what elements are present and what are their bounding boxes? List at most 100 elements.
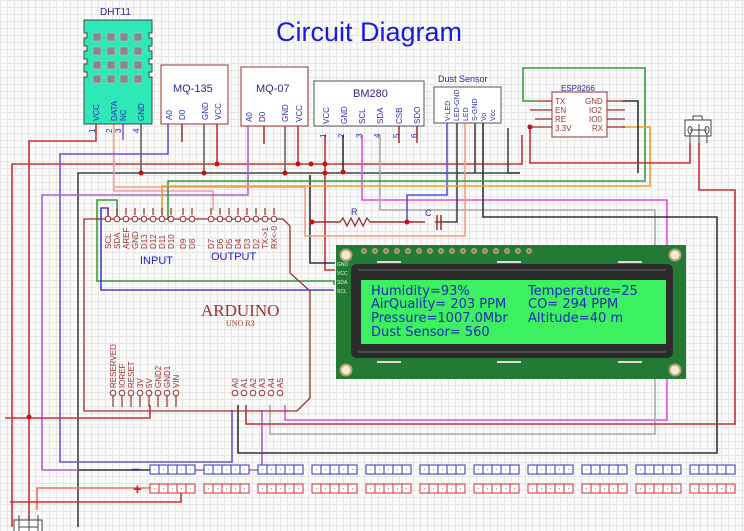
- arduino-pin-gnd1[interactable]: [163, 389, 171, 397]
- breadboard-hole[interactable]: [712, 488, 713, 489]
- bm280-sensor[interactable]: BM280 VCC GND SCL SDA CSB SDO 1 2 3 4 5 …: [313, 80, 425, 143]
- breadboard-hole[interactable]: [262, 469, 263, 470]
- breadboard-hole[interactable]: [397, 488, 398, 489]
- breadboard-hole[interactable]: [595, 488, 596, 489]
- breadboard-hole[interactable]: [298, 488, 299, 489]
- arduino-pin-d11[interactable]: [158, 215, 166, 223]
- breadboard-hole[interactable]: [622, 469, 623, 470]
- mq135-sensor[interactable]: MQ-135 A0 D0 GND VCC: [160, 64, 229, 142]
- arduino-pin-d5[interactable]: [225, 215, 233, 223]
- breadboard-hole[interactable]: [496, 488, 497, 489]
- breadboard-hole[interactable]: [262, 488, 263, 489]
- breadboard-hole[interactable]: [163, 488, 164, 489]
- breadboard-hole[interactable]: [181, 488, 182, 489]
- breadboard-hole[interactable]: [658, 488, 659, 489]
- breadboard-hole[interactable]: [433, 469, 434, 470]
- breadboard-hole[interactable]: [478, 469, 479, 470]
- breadboard-hole[interactable]: [442, 488, 443, 489]
- breadboard-hole[interactable]: [442, 469, 443, 470]
- breadboard-hole[interactable]: [613, 469, 614, 470]
- arduino-pin-a1[interactable]: [240, 389, 248, 397]
- arduino-pin-d9[interactable]: [179, 215, 187, 223]
- breadboard-hole[interactable]: [694, 469, 695, 470]
- arduino-pin-ioref[interactable]: [118, 389, 126, 397]
- breadboard-hole[interactable]: [703, 469, 704, 470]
- arduino-pin-a0[interactable]: [231, 389, 239, 397]
- breadboard-hole[interactable]: [730, 469, 731, 470]
- breadboard-hole[interactable]: [568, 469, 569, 470]
- breadboard-hole[interactable]: [226, 488, 227, 489]
- breadboard-hole[interactable]: [370, 469, 371, 470]
- breadboard-hole[interactable]: [712, 469, 713, 470]
- breadboard-hole[interactable]: [514, 488, 515, 489]
- arduino-pin-a5[interactable]: [276, 389, 284, 397]
- breadboard-hole[interactable]: [595, 469, 596, 470]
- arduino-pin-a3[interactable]: [258, 389, 266, 397]
- arduino-pin-3v[interactable]: [136, 389, 144, 397]
- breadboard-hole[interactable]: [388, 488, 389, 489]
- arduino-pin-d6[interactable]: [216, 215, 224, 223]
- breadboard-hole[interactable]: [388, 469, 389, 470]
- breadboard-hole[interactable]: [289, 469, 290, 470]
- breadboard-hole[interactable]: [622, 488, 623, 489]
- power-connector-right[interactable]: [684, 115, 712, 145]
- breadboard-hole[interactable]: [334, 488, 335, 489]
- breadboard-hole[interactable]: [541, 469, 542, 470]
- breadboard-hole[interactable]: [172, 488, 173, 489]
- breadboard-hole[interactable]: [604, 488, 605, 489]
- breadboard-hole[interactable]: [343, 469, 344, 470]
- breadboard-hole[interactable]: [640, 488, 641, 489]
- breadboard-hole[interactable]: [190, 488, 191, 489]
- breadboard-hole[interactable]: [550, 488, 551, 489]
- breadboard-hole[interactable]: [325, 488, 326, 489]
- breadboard-hole[interactable]: [676, 488, 677, 489]
- breadboard-hole[interactable]: [640, 469, 641, 470]
- arduino-pin-d7[interactable]: [207, 215, 215, 223]
- breadboard-hole[interactable]: [397, 469, 398, 470]
- breadboard-hole[interactable]: [451, 488, 452, 489]
- breadboard-hole[interactable]: [181, 469, 182, 470]
- arduino-pin-reserved[interactable]: [109, 389, 117, 397]
- mq07-sensor[interactable]: MQ-07 A0 D0 GND VCC: [240, 66, 309, 144]
- breadboard-hole[interactable]: [478, 488, 479, 489]
- breadboard-hole[interactable]: [487, 469, 488, 470]
- breadboard-hole[interactable]: [721, 488, 722, 489]
- breadboard-hole[interactable]: [280, 488, 281, 489]
- arduino-pin-d2[interactable]: [252, 215, 260, 223]
- capacitor[interactable]: C: [425, 208, 442, 230]
- breadboard-hole[interactable]: [694, 488, 695, 489]
- breadboard-hole[interactable]: [208, 488, 209, 489]
- breadboard-hole[interactable]: [532, 488, 533, 489]
- breadboard-hole[interactable]: [532, 469, 533, 470]
- breadboard-hole[interactable]: [271, 488, 272, 489]
- lcd-display[interactable]: Humidity=93% Temperature=25 AirQuality= …: [336, 245, 686, 379]
- breadboard-hole[interactable]: [649, 488, 650, 489]
- breadboard-hole[interactable]: [379, 469, 380, 470]
- esp8266-module[interactable]: ESP8266 TX EN RE 3.3V GND IO2 IO0 RX: [530, 84, 625, 138]
- breadboard-hole[interactable]: [316, 488, 317, 489]
- breadboard-hole[interactable]: [505, 469, 506, 470]
- dht11-sensor[interactable]: DHT11 VCC DATA NC GND 1 2 3 4: [83, 7, 153, 133]
- breadboard-hole[interactable]: [703, 488, 704, 489]
- breadboard-hole[interactable]: [235, 488, 236, 489]
- breadboard-hole[interactable]: [154, 488, 155, 489]
- breadboard-hole[interactable]: [172, 469, 173, 470]
- breadboard-hole[interactable]: [352, 469, 353, 470]
- breadboard-hole[interactable]: [217, 469, 218, 470]
- breadboard-hole[interactable]: [559, 469, 560, 470]
- breadboard-hole[interactable]: [406, 469, 407, 470]
- breadboard-hole[interactable]: [658, 469, 659, 470]
- arduino-pin-scl[interactable]: [104, 215, 112, 223]
- arduino-pin-rx0[interactable]: [270, 215, 278, 223]
- arduino-pin-sda[interactable]: [113, 215, 121, 223]
- breadboard-hole[interactable]: [208, 469, 209, 470]
- arduino-pin-tx1[interactable]: [261, 215, 269, 223]
- breadboard-hole[interactable]: [154, 469, 155, 470]
- arduino-pin-gnd2[interactable]: [154, 389, 162, 397]
- breadboard-hole[interactable]: [496, 469, 497, 470]
- arduino-pin-5v[interactable]: [145, 389, 153, 397]
- breadboard-hole[interactable]: [406, 488, 407, 489]
- breadboard-hole[interactable]: [217, 488, 218, 489]
- breadboard-hole[interactable]: [451, 469, 452, 470]
- arduino-pin-d13[interactable]: [140, 215, 148, 223]
